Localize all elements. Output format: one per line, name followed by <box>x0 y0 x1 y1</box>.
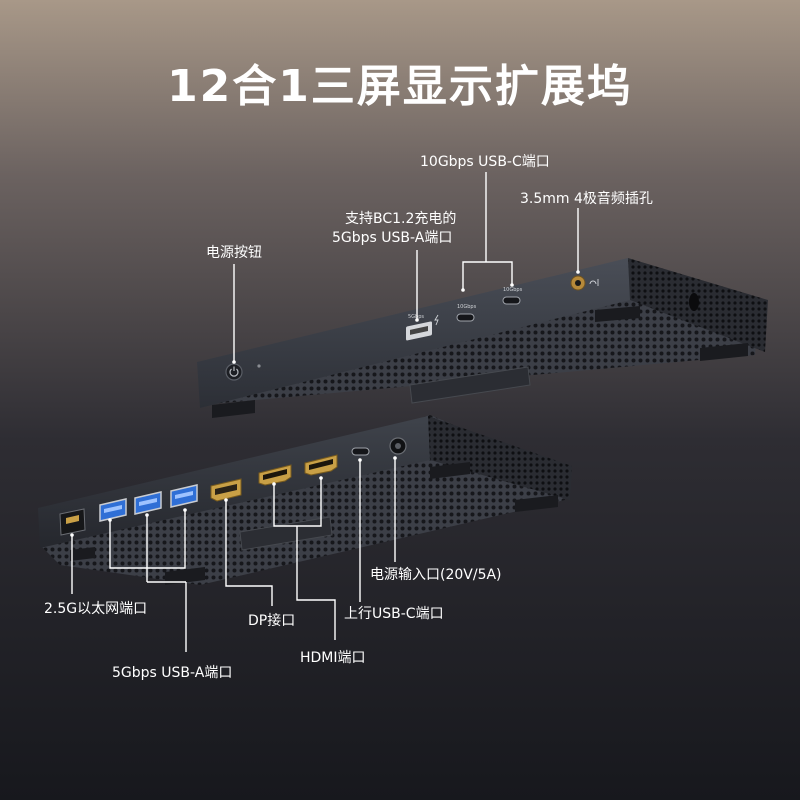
headset-icon <box>589 279 599 286</box>
power-icon <box>229 366 239 377</box>
label-power-button: 电源按钮 <box>206 245 262 261</box>
label-upstream-usb-c: 上行USB-C端口 <box>344 606 444 622</box>
callout-lines <box>71 172 579 652</box>
label-ethernet: 2.5G以太网端口 <box>44 601 148 617</box>
label-usb-c-10g: 10Gbps USB-C端口 <box>420 154 550 170</box>
top-audio-jack <box>570 275 599 291</box>
top-usb-c-port-2: 10Gbps <box>502 287 523 305</box>
label-usb-a-bottom: 5Gbps USB-A端口 <box>112 665 233 681</box>
bottom-dock-right-end <box>428 416 572 500</box>
dock-bottom-view <box>38 415 572 585</box>
top-usb-a-port: 5Gbps <box>406 314 439 341</box>
callout-dots <box>70 270 580 537</box>
label-dp: DP接口 <box>248 613 296 629</box>
upstream-usb-c-port <box>351 447 370 456</box>
ethernet-port <box>59 508 86 536</box>
label-bc12: 支持BC1.2充电的 <box>345 211 457 227</box>
usb-a-marking: 5Gbps <box>408 314 424 320</box>
label-usb-a-top: 5Gbps USB-A端口 <box>332 230 453 246</box>
hdmi-port-1 <box>258 464 292 486</box>
dock-top-view: 5Gbps 10Gbps 10Gbps <box>197 258 768 418</box>
hdmi-port-2 <box>304 454 338 476</box>
label-hdmi: HDMI端口 <box>300 650 366 666</box>
charging-bolt-icon <box>434 314 439 326</box>
label-audio-jack: 3.5mm 4极音频插孔 <box>520 191 653 207</box>
usb-a-port-1 <box>99 498 127 522</box>
usb-a-port-3 <box>170 484 198 508</box>
usb-a-port-2 <box>134 491 162 515</box>
usb-c2-marking: 10Gbps <box>503 287 523 293</box>
label-power-input: 电源输入口(20V/5A) <box>370 567 502 583</box>
usb-c1-marking: 10Gbps <box>457 304 477 310</box>
dc-power-input <box>389 437 407 455</box>
page-title: 12合1三屏显示扩展坞 <box>167 61 633 112</box>
dp-port <box>210 478 242 502</box>
top-usb-c-port-1: 10Gbps <box>456 304 477 322</box>
power-button <box>225 363 243 381</box>
